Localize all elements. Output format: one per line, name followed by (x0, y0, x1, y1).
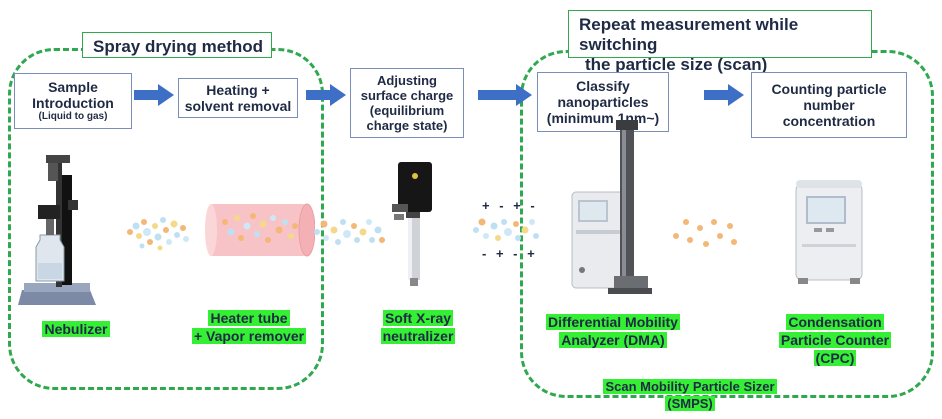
repeat-measurement-title: Repeat measurement while switching the p… (568, 10, 872, 74)
arrow-icon (134, 84, 174, 106)
arrow-icon (478, 84, 532, 106)
step-sample-introduction: Sample Introduction (Liquid to gas) (14, 73, 132, 129)
label-neutralizer: Soft X-ray neutralizer (380, 310, 456, 344)
neutralizer-image (392, 162, 432, 286)
step-heating: Heating + solvent removal (178, 78, 298, 118)
dma-image (571, 120, 652, 294)
step-counting-particles: Counting particle number concentration (751, 72, 907, 138)
label-heater-tube: Heater tube + Vapor remover (191, 310, 307, 344)
particle-cloud (673, 219, 737, 247)
charge-signs-top: + - + - (482, 198, 538, 213)
heater-tube-image (205, 203, 315, 257)
arrow-icon (704, 84, 744, 106)
step-adjusting-charge: Adjusting surface charge (equilibrium ch… (350, 68, 464, 138)
nebulizer-image (18, 155, 96, 305)
charge-signs-bottom: - + - + (482, 246, 538, 261)
label-dma: Differential Mobility Analyzer (DMA) (546, 314, 680, 348)
label-cpc: Condensation Particle Counter (CPC) (778, 314, 892, 366)
particle-cloud (314, 219, 385, 245)
cpc-image (795, 180, 863, 284)
step-classify-nanoparticles: Classify nanoparticles (minimum 1nm~) (537, 72, 669, 132)
label-smps: Scan Mobility Particle Sizer (SMPS) (603, 379, 777, 411)
spray-drying-title: Spray drying method (82, 32, 272, 58)
particle-cloud (473, 218, 539, 241)
arrow-icon (306, 84, 346, 106)
particle-cloud (127, 217, 189, 251)
label-nebulizer: Nebulizer (42, 321, 110, 337)
